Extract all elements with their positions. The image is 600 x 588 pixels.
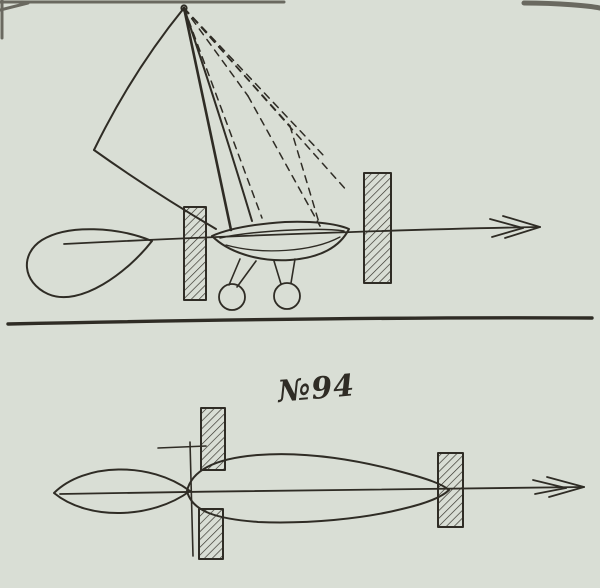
ground-line [6,316,594,326]
top-view [53,407,585,560]
figure-label: №94 [274,368,356,410]
thrust-arrow-stroke [504,226,541,239]
kite-bridle-dashed-line [289,125,321,227]
plan-teardrop [53,468,191,514]
gondola-inner-line [219,228,345,239]
thrust-arrow-stroke [491,227,524,238]
kite-dashed-line [183,7,249,97]
kite-dashed-line [183,7,349,193]
plan-arrow-stroke [532,479,567,489]
plan-propeller-disk-aft [437,452,464,528]
kite-bridle-dashed-line [247,95,321,227]
propeller-disk-front [183,206,207,301]
edge-mark-corner [0,1,30,12]
plan-arrow-stroke [546,476,585,488]
plan-arrow-stroke [534,487,567,495]
wheel-struts [228,258,296,288]
plan-arrow [532,476,585,498]
side-view [6,4,594,326]
plan-arrow-stroke [548,486,585,498]
kite-dashed-line [183,7,263,219]
wheel-strut [273,260,282,285]
gondola-inner-line [225,236,341,252]
wheel-strut [290,258,296,284]
edge-mark-top-right [521,0,600,11]
thrust-arrow-stroke [489,218,524,229]
wheel-strut [228,258,241,286]
kite-dashed-line [183,7,325,157]
scan-edge-marks [0,0,600,40]
wheel-strut [236,260,257,288]
propeller-teardrop [26,228,153,299]
kite-frame-line-inner [183,7,253,222]
plan-cross-tick [157,445,207,449]
propeller-disk-rear [363,172,392,284]
plan-axis [59,486,585,495]
thrust-arrow [489,215,541,239]
kite-frame-line-left [93,7,185,151]
ink-drawing [6,4,594,560]
wheel [218,283,246,311]
kite-dashed-lines [183,7,349,227]
wheel [273,282,301,310]
thrust-arrow-stroke [502,215,541,228]
gondola-hull [211,220,350,262]
plan-propeller-disk-upper [200,407,226,471]
drive-shaft [63,226,541,245]
kite-mast-line [182,6,233,232]
